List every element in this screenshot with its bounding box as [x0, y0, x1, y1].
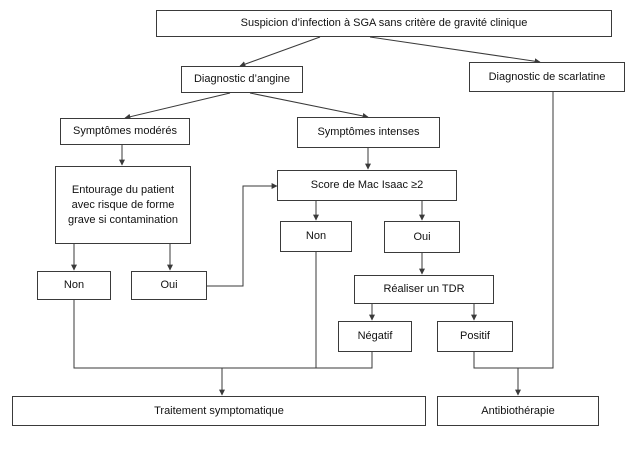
node-traitement-symptomatique: Traitement symptomatique: [12, 396, 426, 426]
node-negatif: Négatif: [338, 321, 412, 352]
edge-scarlatine-antibio: [518, 92, 554, 369]
node-diagnostic-scarlatine: Diagnostic de scarlatine: [469, 62, 625, 92]
node-suspicion: Suspicion d’infection à SGA sans critère…: [156, 10, 612, 37]
edge-oui-macisaac: [207, 183, 278, 287]
node-antibiotherapie: Antibiothérapie: [437, 396, 599, 426]
node-symptomes-intenses: Symptômes intenses: [297, 117, 440, 148]
edge-non-left-merge: [73, 300, 222, 369]
edge-non-mid-merge: [222, 252, 317, 369]
edge-angine-moderes: [124, 92, 231, 120]
node-symptomes-moderes: Symptômes modérés: [60, 118, 190, 145]
node-diagnostic-angine: Diagnostic d’angine: [181, 66, 303, 93]
node-oui-left: Oui: [131, 271, 207, 300]
node-oui-mid: Oui: [384, 221, 460, 253]
node-non-mid: Non: [280, 221, 352, 252]
edge-suspicion-angine: [239, 36, 321, 67]
edge-suspicion-scarlatine: [369, 36, 541, 65]
node-entourage: Entourage du patient avec risque de form…: [55, 166, 191, 244]
edge-positif-merge: [473, 352, 518, 369]
node-score-mac-isaac: Score de Mac Isaac ≥2: [277, 170, 457, 201]
node-non-left: Non: [37, 271, 111, 300]
edge-angine-intenses: [249, 92, 369, 119]
edge-negatif-merge: [222, 352, 373, 369]
node-realiser-tdr: Réaliser un TDR: [354, 275, 494, 304]
node-positif: Positif: [437, 321, 513, 352]
